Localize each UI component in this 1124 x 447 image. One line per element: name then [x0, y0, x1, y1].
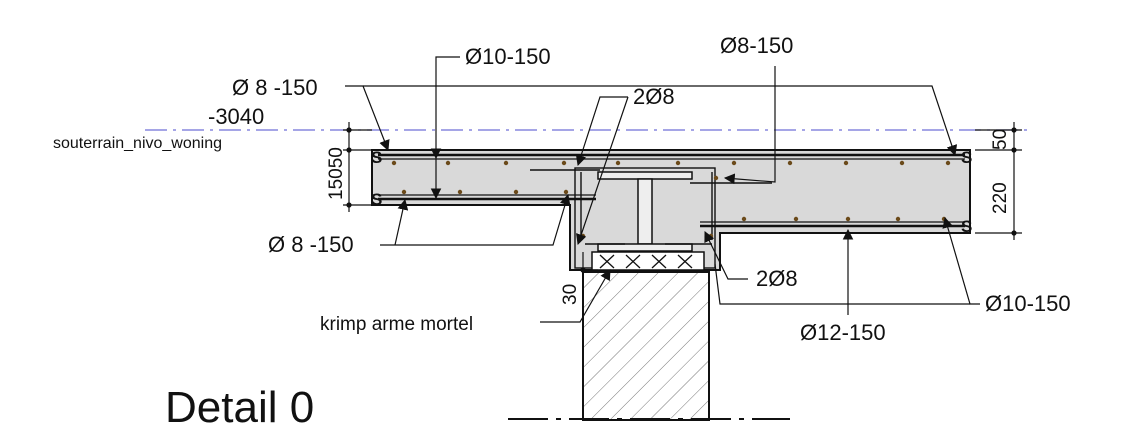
dimension-lines-bearing — [577, 252, 598, 310]
dim-bearing: 30 — [560, 284, 581, 305]
label-bottom-left-mesh: Ø 8 -150 — [268, 232, 354, 257]
level-name: souterrain_nivo_woning — [53, 135, 222, 152]
label-top-right: Ø8-150 — [720, 33, 793, 58]
dim-right-slab: 220 — [990, 182, 1011, 214]
label-top-main: Ø10-150 — [465, 44, 551, 69]
level-value: -3040 — [208, 104, 264, 129]
label-bottom-mid: Ø12-150 — [800, 320, 886, 345]
hook-symbol-tr: S — [961, 148, 972, 167]
hook-symbol-br: S — [961, 217, 972, 236]
hook-symbol-bl: S — [371, 190, 382, 209]
label-beam-bars-top: 2Ø8 — [633, 84, 675, 109]
label-bottom-right: Ø10-150 — [985, 291, 1071, 316]
dim-right-top: 50 — [990, 129, 1011, 150]
label-beam-bars-bottom: 2Ø8 — [756, 266, 798, 291]
label-top-left-mesh: Ø 8 -150 — [232, 75, 318, 100]
dimension-lines-right — [975, 122, 1022, 240]
concrete-slab — [371, 149, 971, 271]
leader-lines — [345, 56, 980, 323]
mortar-crosses — [599, 254, 693, 269]
dimension-lines-left — [343, 122, 372, 212]
support-wall — [582, 271, 710, 421]
mortar-bed — [591, 251, 705, 271]
hook-symbol-tl: S — [371, 148, 382, 167]
detail-title: Detail 0 — [165, 383, 314, 432]
dim-left-combined: 15050 — [326, 147, 347, 200]
steel-i-beam — [597, 171, 693, 252]
material-label: krimp arme mortel — [320, 314, 473, 335]
